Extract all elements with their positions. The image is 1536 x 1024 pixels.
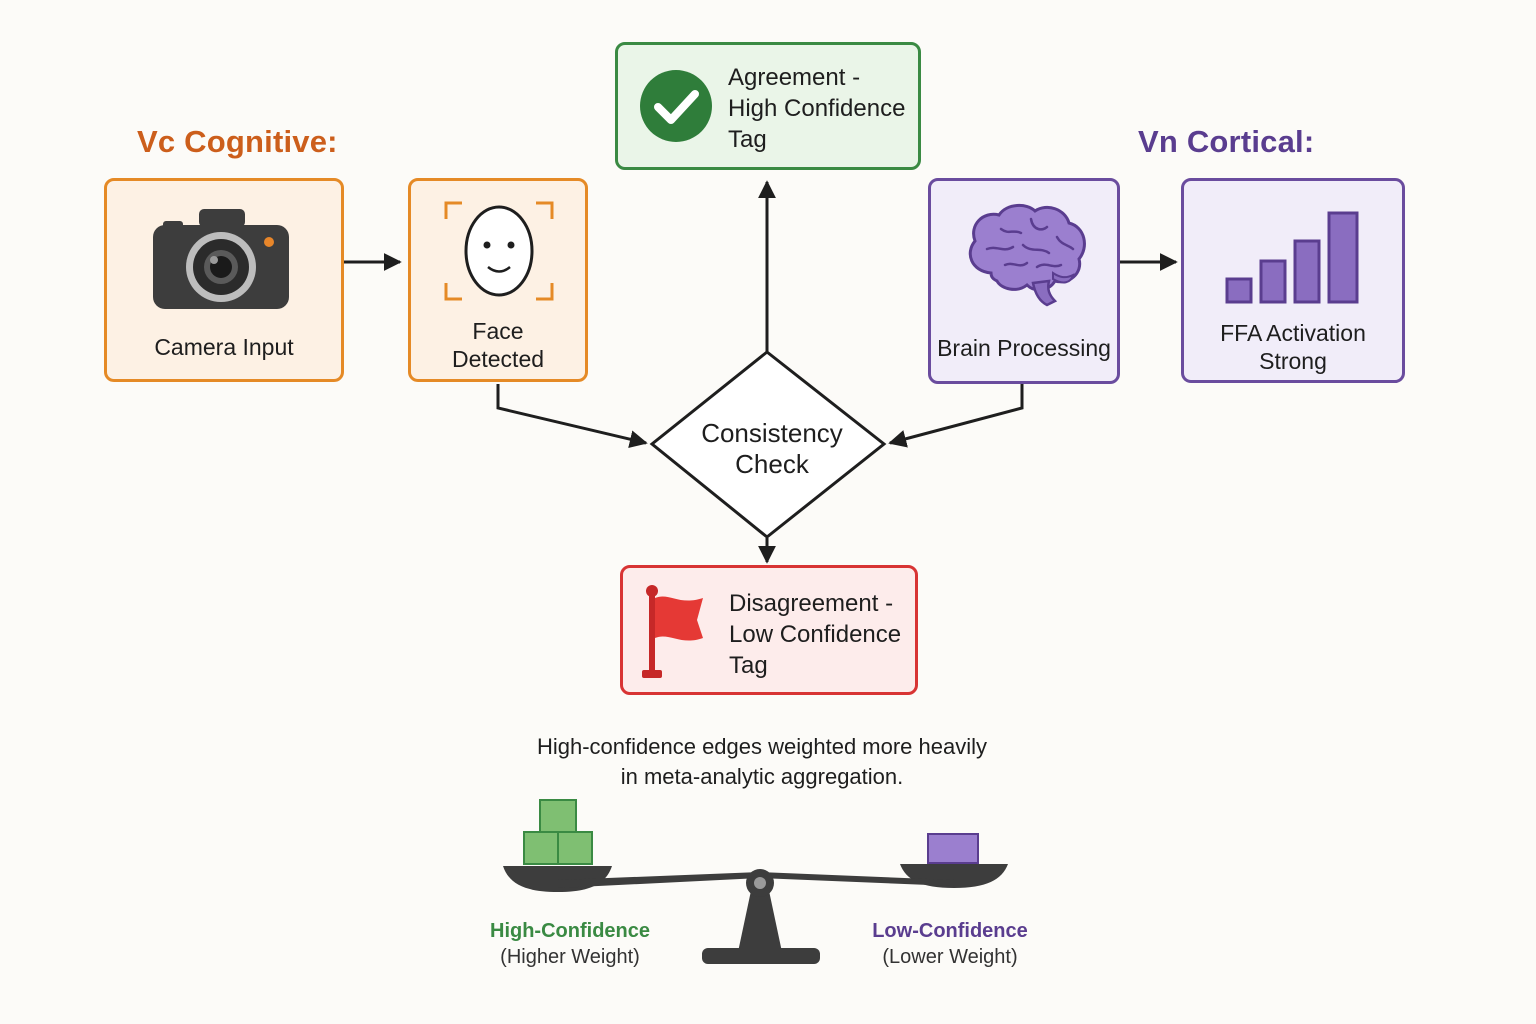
camera-input-label: Camera Input <box>154 334 294 360</box>
arrow-brain-to-check <box>888 384 1024 448</box>
face-detected-text: Face Detected <box>451 318 545 372</box>
node-disagreement-low-confidence: Disagreement - Low Confidence Tag <box>620 565 918 695</box>
weighting-note: High-confidence edges weighted more heav… <box>536 734 988 789</box>
high-confidence-subtitle: (Higher Weight) <box>500 946 640 968</box>
red-flag-icon <box>642 585 703 678</box>
consistency-check-label: Consistency Check <box>701 418 843 479</box>
consistency-check-diamond <box>649 350 887 539</box>
scale-base <box>702 948 820 964</box>
low-weight-block <box>927 833 979 864</box>
high-weight-block-left <box>523 831 559 865</box>
node-camera-input: Camera Input <box>104 178 344 382</box>
brain-processing-label: Brain Processing <box>937 335 1111 361</box>
heading-cortical: Vn Cortical: <box>1138 124 1315 159</box>
ffa-activation-text: FFA Activation Strong <box>1220 320 1366 374</box>
face-scan-icon <box>444 201 554 301</box>
arrow-face-to-check <box>496 384 648 449</box>
high-confidence-scale-label: High-Confidence (Higher Weight) <box>440 918 700 970</box>
ffa-activation-label: FFA Activation Strong <box>1184 319 1402 375</box>
node-brain-processing: Brain Processing <box>928 178 1120 384</box>
node-face-detected: Face Detected <box>408 178 588 382</box>
high-weight-block-right <box>557 831 593 865</box>
camera-icon <box>153 209 289 309</box>
high-weight-block-top <box>539 799 577 833</box>
high-confidence-title: High-Confidence <box>490 920 650 942</box>
scale-stand <box>738 886 782 952</box>
low-confidence-title: Low-Confidence <box>872 920 1028 942</box>
face-detected-label: Face Detected <box>411 317 585 373</box>
scale-beam <box>558 872 954 888</box>
bar-chart-icon <box>1225 211 1359 304</box>
brain-icon <box>968 204 1086 307</box>
agreement-label: Agreement - High Confidence Tag <box>728 64 906 153</box>
heading-cognitive: Vc Cognitive: <box>137 124 338 159</box>
check-circle-icon <box>640 70 712 142</box>
node-agreement-high-confidence: Agreement - High Confidence Tag <box>615 42 921 170</box>
node-ffa-activation: FFA Activation Strong <box>1181 178 1405 383</box>
low-confidence-scale-label: Low-Confidence (Lower Weight) <box>820 918 1080 970</box>
disagreement-label: Disagreement - Low Confidence Tag <box>729 590 902 679</box>
low-confidence-subtitle: (Lower Weight) <box>882 946 1018 968</box>
